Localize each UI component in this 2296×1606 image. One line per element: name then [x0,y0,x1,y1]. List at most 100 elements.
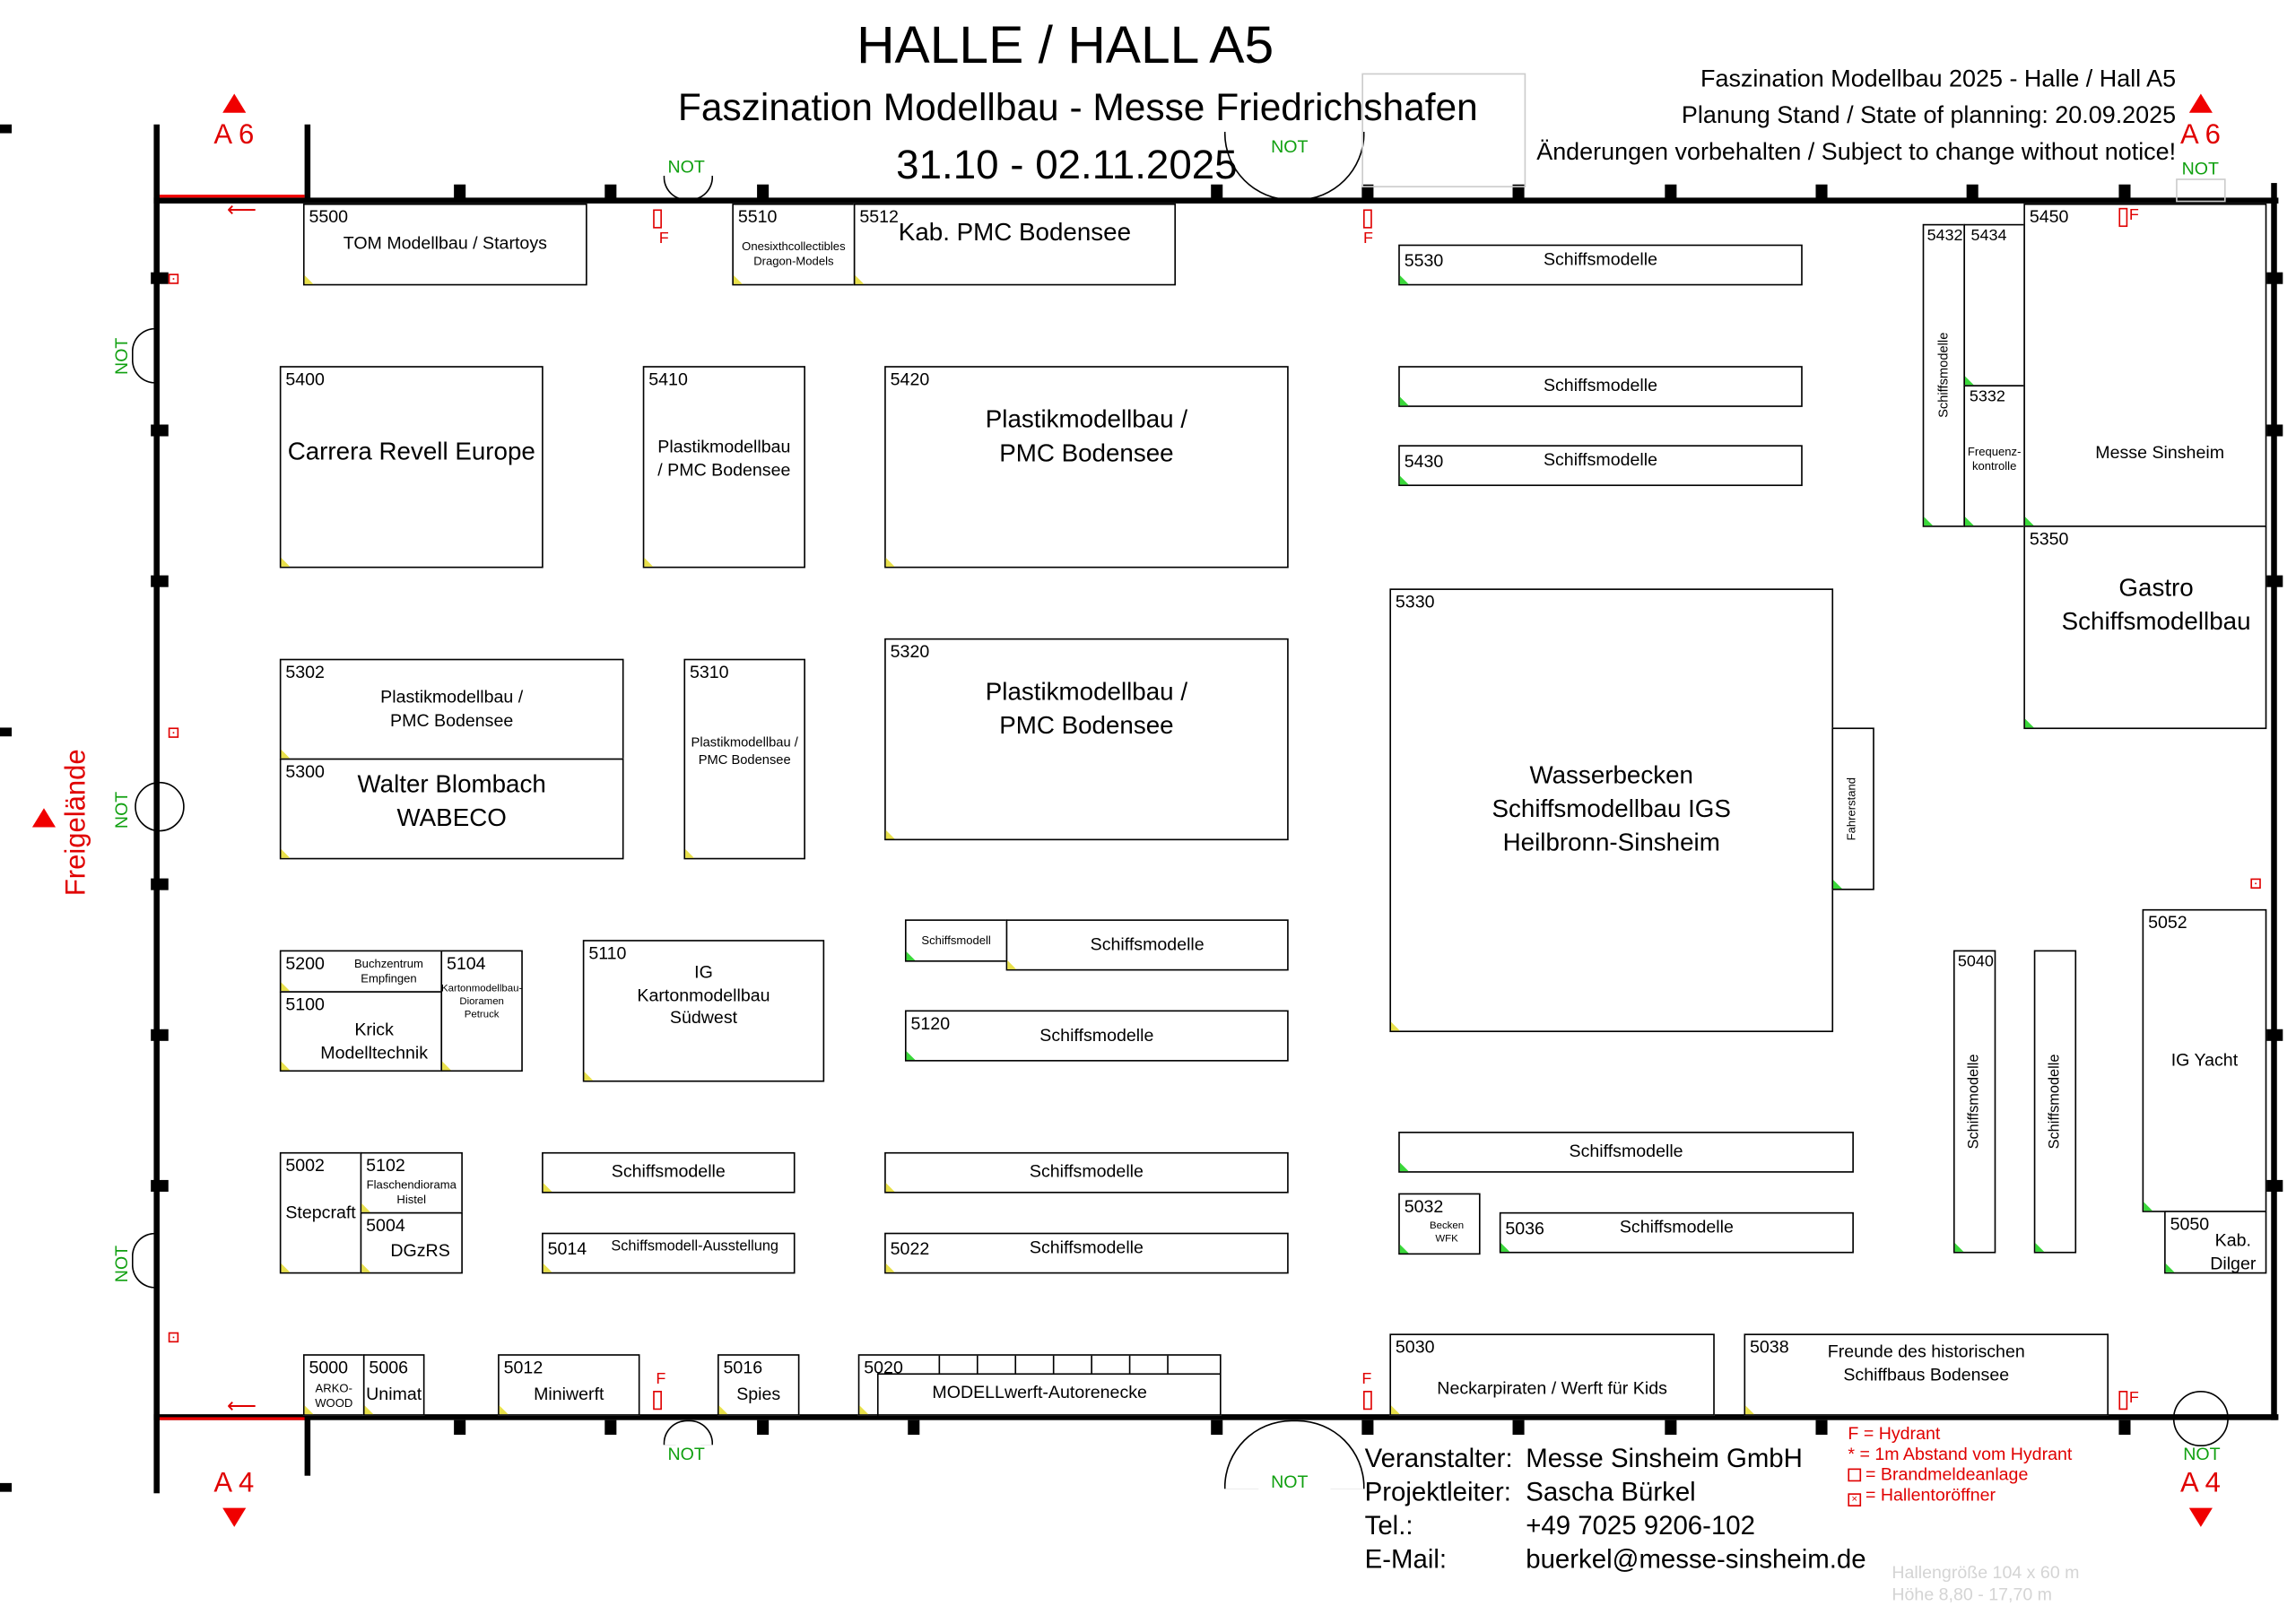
booth-number: 5006 [369,1357,409,1378]
pillar [1211,1419,1223,1435]
pillar [151,878,169,890]
booth-exhibitor: Schiffsmodelle [1543,449,1658,471]
booth-exhibitor: Plastikmodellbau / PMC Bodensee [691,734,798,767]
plan-element: Tel.:+49 7025 9206-102 [1365,1509,1866,1543]
plan-element [1167,1355,1169,1374]
pillar [908,1419,920,1435]
fire-alarm-icon [168,273,179,284]
pillar [1211,184,1223,200]
legend-fire-alarm: = Brandmeldeanlage [1865,1463,2029,1485]
booth-schiffsmodelle[interactable]: Schiffsmodelle [1005,919,1289,971]
phone-value: +49 7025 9206-102 [1526,1510,1755,1541]
booth-number: 5512 [859,206,899,228]
booth-exhibitor: Schiffsmodelle [1039,1024,1154,1046]
pillar [1966,184,1979,200]
exit-arrow-up-icon [31,808,57,828]
hydrant-icon [1362,1391,1372,1411]
booth-number: 5434 [1970,227,2007,245]
booth-number: 5020 [864,1357,903,1378]
booth-exhibitor-text: Schiffsmodelle [2047,1054,2064,1150]
plan-element: ×= Hallentoröffner [1848,1485,2072,1506]
emergency-door [663,1419,714,1445]
booth-number: 5330 [1395,591,1435,612]
booth-schiffsmodelle[interactable]: Schiffsmodelle [1398,366,1803,407]
booth-exhibitor: Walter Blombach WABECO [357,769,546,831]
plan-element [1014,1355,1017,1374]
hydrant-icon [653,209,662,229]
booth-exhibitor: Schiffsmodell-Ausstellung [611,1238,779,1255]
booth-number: 5022 [890,1238,930,1260]
email-link[interactable]: buerkel@messe-sinsheim.de [1526,1544,1866,1575]
exit-arrow-up-icon [2188,93,2213,113]
exit-arrow-down-icon [2188,1507,2213,1527]
booth-5434[interactable]: 5434 [1963,223,2025,387]
gate-opener-icon [2172,1391,2229,1447]
booth-schiffsmodelle[interactable]: Schiffsmodelle [2033,950,2077,1254]
booth-fahrerstand[interactable]: Fahrerstand [1831,727,1874,890]
organizer-label: Veranstalter: [1364,1443,1513,1473]
booth-number: 5032 [1404,1195,1444,1217]
booth-number: 5040 [1957,952,1994,971]
booth-schiffsmodelle[interactable]: Schiffsmodelle [884,1151,1289,1194]
booth-number: 5450 [2029,206,2069,228]
pillar [151,424,169,437]
gate-a4-line [159,1417,305,1420]
booth-number: 5036 [1505,1218,1544,1239]
hall-size: Hallengröße 104 x 60 m [1892,1562,2080,1583]
hydrant-label: F [1361,1370,1372,1388]
exit-arrow-down-icon [222,1507,247,1527]
booth-schiffsmodell[interactable]: Schiffsmodell [904,919,1008,962]
booth-exhibitor: Schiffsmodelle [611,1161,726,1182]
fire-alarm-icon [2250,878,2261,890]
booth-schiffsmodelle[interactable]: Schiffsmodelle [542,1151,796,1194]
emergency-exit-label: NOT [2183,1443,2221,1464]
plan-element [938,1355,941,1374]
pillar [2265,424,2283,437]
pillar [1361,184,1374,200]
pillar [2265,575,2283,587]
arrow-left-icon: ⟵ [227,197,257,221]
booth-schiffsmodelle[interactable]: Schiffsmodelle [1398,1132,1854,1173]
booth-number: 5050 [2170,1213,2210,1235]
wall-stub [304,124,311,201]
